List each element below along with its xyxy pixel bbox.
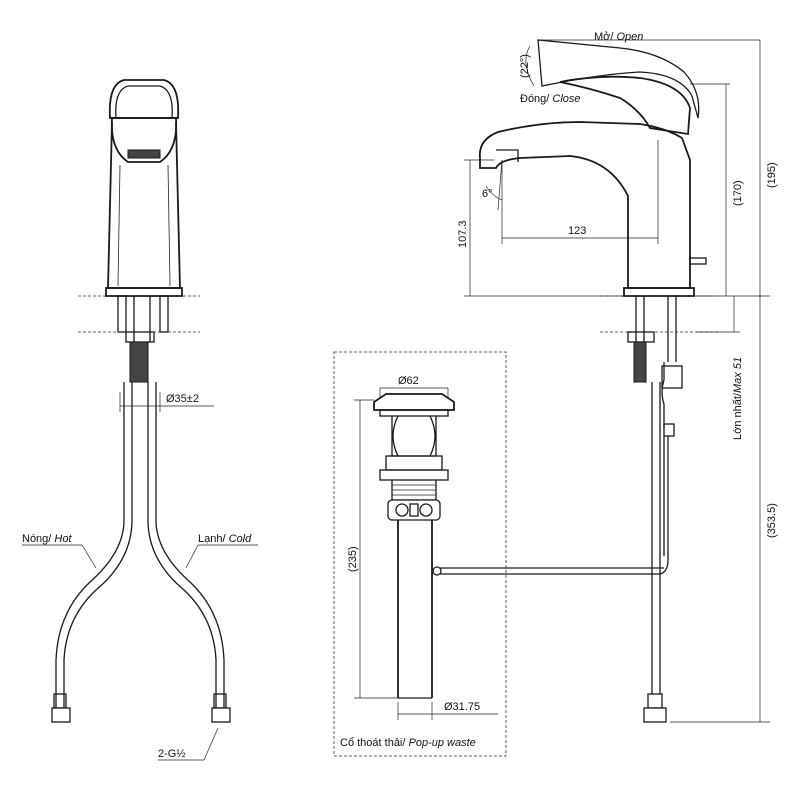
popup-waste-view — [333, 351, 507, 757]
thread-size-label: 2-G½ — [158, 748, 186, 760]
height-170-label: (170) — [732, 180, 744, 206]
angle-22-label: (22°) — [519, 54, 531, 78]
diameter-3175-label: Ø31.75 — [444, 701, 480, 713]
close-label: Đóng/ Close — [520, 93, 581, 105]
open-label: Mở/ Open — [594, 31, 643, 43]
reach-123-label: 123 — [568, 225, 586, 237]
height-107-label: 107.3 — [457, 220, 469, 248]
diameter-62-label: Ø62 — [398, 375, 419, 387]
height-195-label: (195) — [766, 162, 778, 188]
popup-waste-caption: Cổ thoát thải/ Pop-up waste — [340, 737, 476, 749]
hot-label: Nóng/ Hot — [22, 533, 72, 545]
side-view-labels: Mở/ Open Đóng/ Close (22°) (170) (195) 1… — [457, 31, 778, 538]
height-235-label: (235) — [347, 546, 359, 572]
max-thickness-label: Lớn nhất/Max 51 — [732, 357, 744, 440]
popup-waste-labels: Ø62 (235) Ø31.75 Cổ thoát thải/ Pop-up w… — [340, 375, 480, 749]
cold-label: Lạnh/ Cold — [198, 533, 252, 545]
side-view — [440, 39, 770, 723]
angle-6-label: 6° — [482, 188, 493, 200]
front-view-labels: Ø35±2 Nóng/ Hot Lạnh/ Cold 2-G½ — [22, 393, 252, 760]
height-3535-label: (353.5) — [766, 503, 778, 538]
front-view — [22, 79, 258, 761]
diameter-35-label: Ø35±2 — [166, 393, 199, 405]
